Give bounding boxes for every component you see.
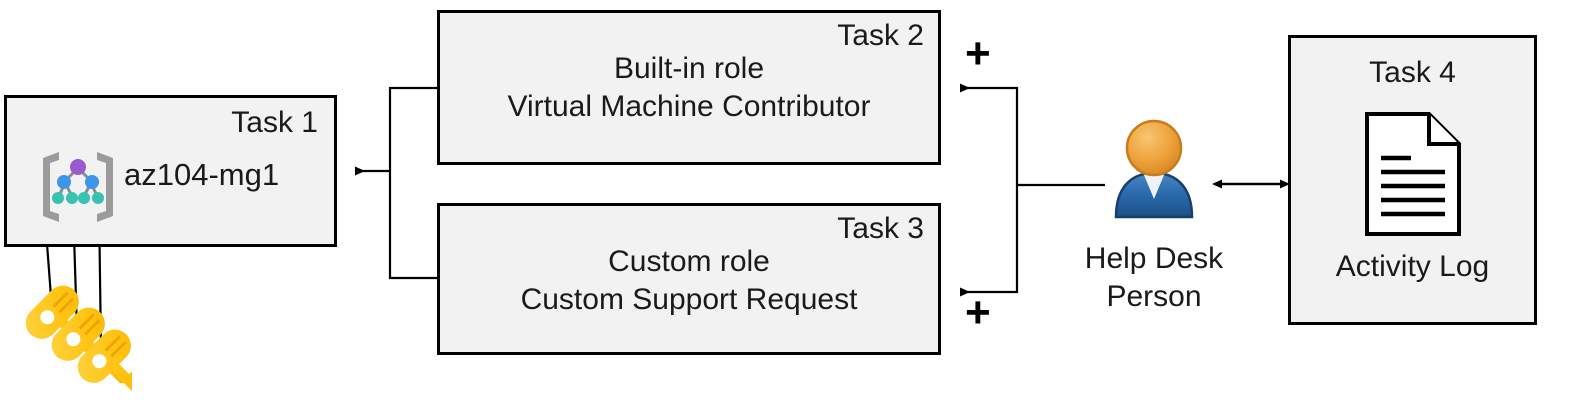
task2-line1: Built-in role bbox=[613, 52, 765, 85]
user-icon bbox=[1114, 119, 1194, 219]
task2-line2: Virtual Machine Contributor bbox=[507, 90, 871, 123]
keys-icon bbox=[25, 285, 132, 406]
task3-line2: Custom Support Request bbox=[520, 283, 858, 316]
person-label-line2: Person bbox=[1106, 279, 1202, 313]
task3-line1: Custom role bbox=[608, 245, 770, 278]
task1-label: Task 1 bbox=[231, 106, 318, 139]
task4-label: Task 4 bbox=[1369, 56, 1456, 89]
task1-box[interactable]: Task 1 az104-mg1 bbox=[4, 95, 337, 247]
task2-box[interactable]: Task 2 Built-in role Virtual Machine Con… bbox=[437, 10, 941, 165]
person-label-line1: Help Desk bbox=[1084, 242, 1224, 275]
task1-resource-name: az104-mg1 bbox=[124, 157, 280, 192]
person-label: Help Desk Person bbox=[1058, 240, 1250, 315]
management-group-icon bbox=[43, 152, 113, 222]
task4-box[interactable]: Task 4 Activity Log bbox=[1288, 35, 1537, 325]
task3-box[interactable]: Task 3 Custom role Custom Support Reques… bbox=[437, 203, 941, 355]
connector-tasks-to-task1 bbox=[355, 86, 437, 280]
task2-label: Task 2 bbox=[837, 19, 924, 52]
task3-label: Task 3 bbox=[837, 212, 924, 245]
key-3 bbox=[77, 329, 132, 406]
task4-caption: Activity Log bbox=[1335, 250, 1490, 283]
document-icon bbox=[1364, 112, 1461, 236]
plus-sign-bottom: + bbox=[965, 288, 991, 337]
plus-sign-top: + bbox=[965, 29, 991, 78]
